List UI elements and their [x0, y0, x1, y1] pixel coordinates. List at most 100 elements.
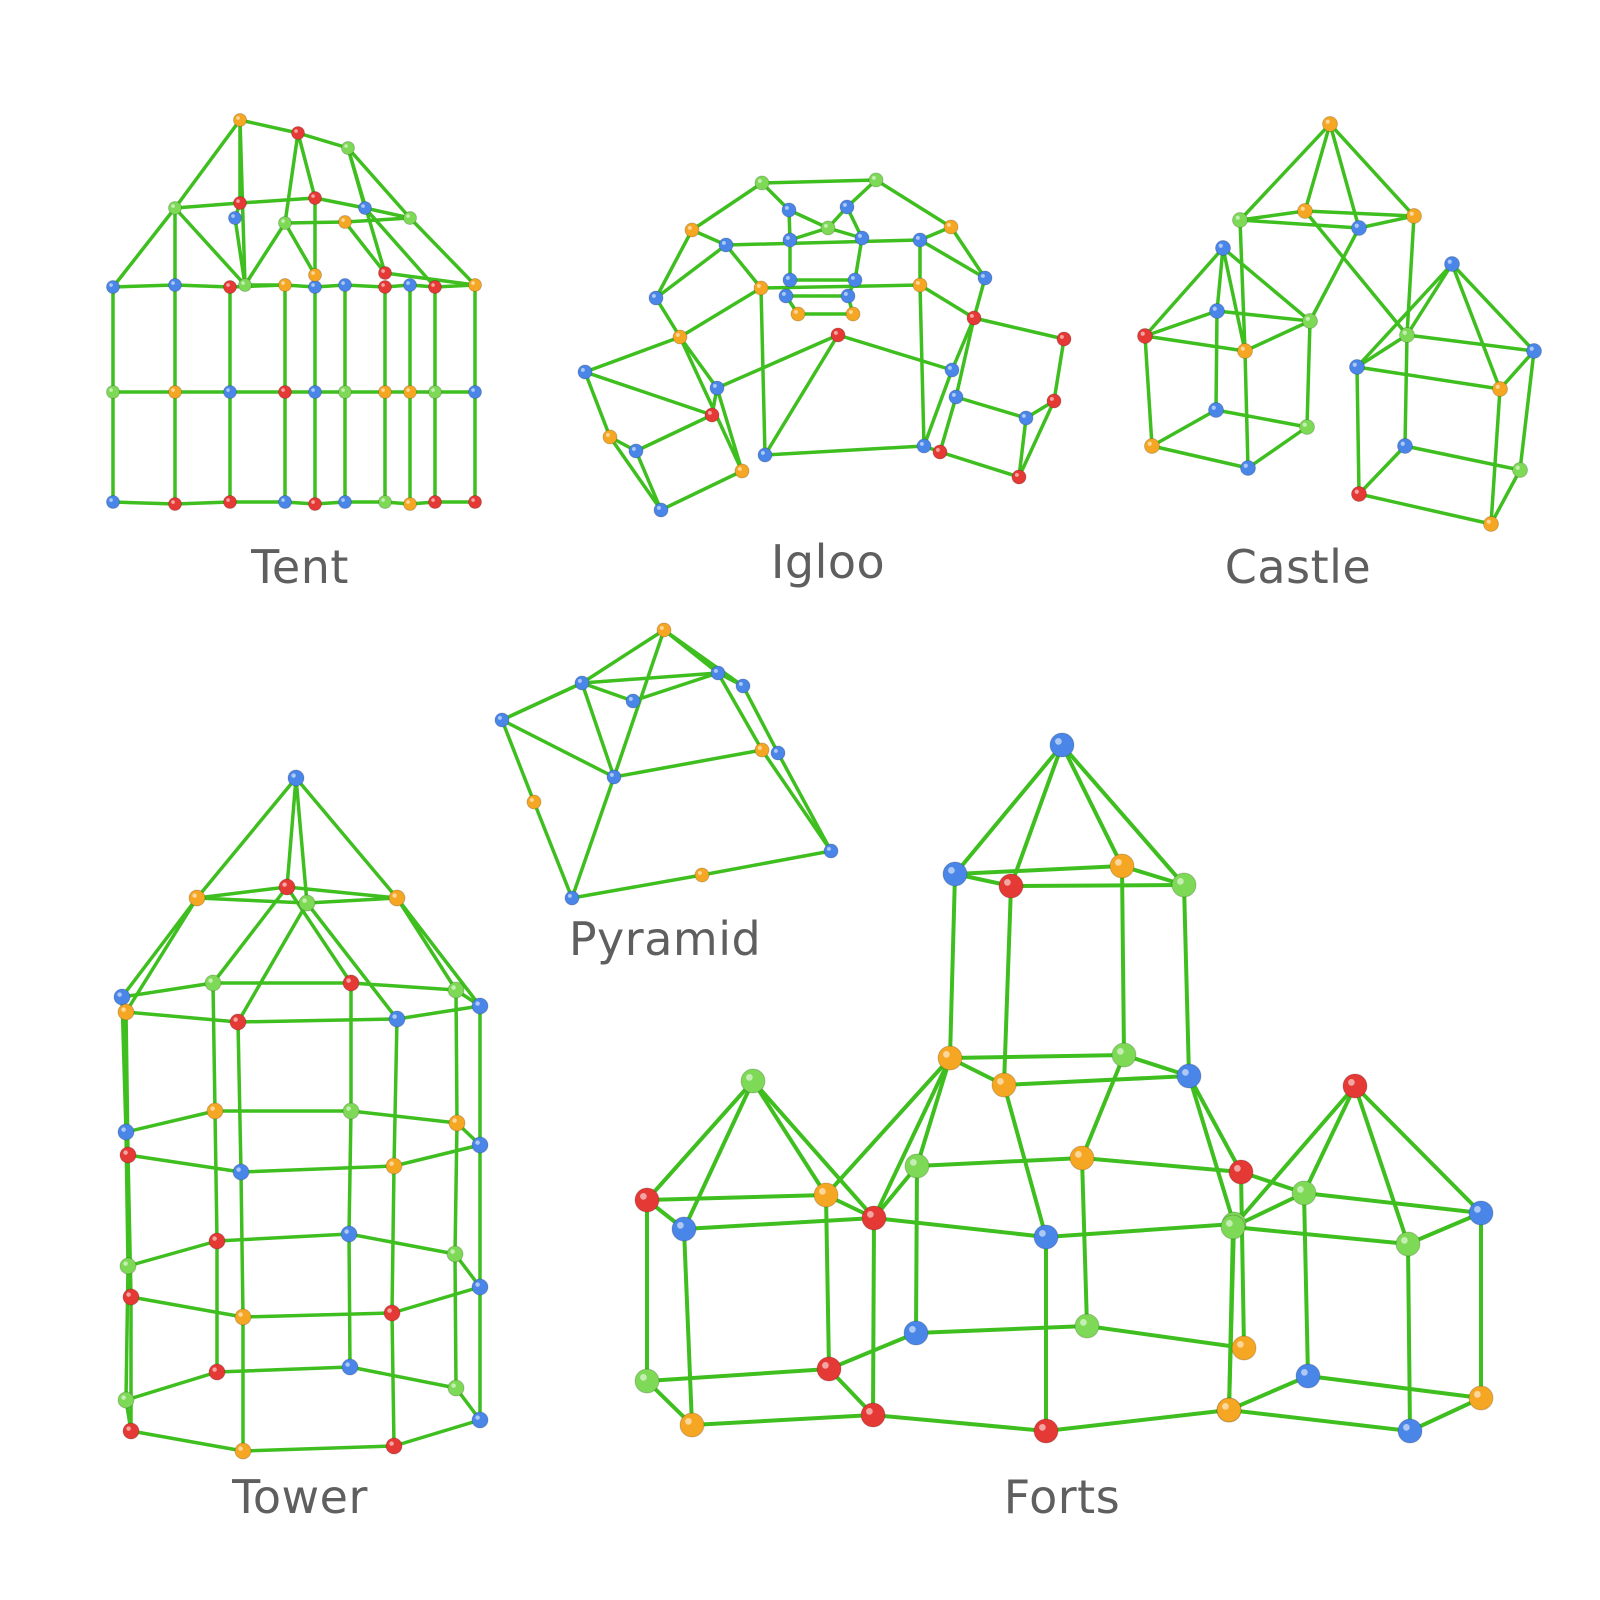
connector-highlight: [822, 1362, 829, 1369]
rod: [1498, 349, 1536, 391]
pyramid-model: [494, 622, 839, 906]
connector-blue: [338, 495, 352, 509]
connector-highlight: [640, 1374, 647, 1381]
rod: [1009, 883, 1186, 888]
connector-orange: [234, 1308, 252, 1326]
connector-blue: [757, 447, 773, 463]
rod: [690, 1413, 875, 1427]
connector-highlight: [1486, 519, 1491, 524]
rod: [1080, 1053, 1126, 1160]
connector-blue: [278, 495, 292, 509]
connector-blue: [653, 502, 669, 518]
rod: [120, 896, 199, 999]
rod: [195, 776, 298, 900]
rod: [283, 221, 317, 277]
rod: [111, 500, 177, 506]
connector-highlight: [1115, 859, 1122, 866]
connector-highlight: [1004, 879, 1011, 886]
connector-blue: [770, 745, 786, 761]
connector-green: [634, 1368, 660, 1394]
rod: [1120, 864, 1126, 1057]
rod: [215, 1365, 352, 1374]
rod: [173, 283, 232, 289]
connector-highlight: [857, 233, 862, 238]
igloo-label: Igloo: [770, 535, 886, 589]
connector-highlight: [471, 388, 475, 392]
connector-highlight: [1177, 878, 1184, 885]
rod: [654, 296, 682, 339]
rod: [1238, 218, 1247, 353]
rod: [1052, 337, 1066, 403]
connector-highlight: [605, 432, 610, 437]
rod: [1150, 408, 1218, 448]
rod: [583, 370, 714, 417]
connector-highlight: [282, 882, 287, 887]
connector-orange: [694, 867, 710, 883]
connector-highlight: [738, 681, 743, 686]
connector-blue: [1295, 1363, 1321, 1389]
connector-highlight: [713, 668, 718, 673]
rod: [645, 1193, 828, 1202]
rod: [124, 1010, 240, 1024]
connector-highlight: [406, 500, 410, 504]
rod: [296, 131, 317, 200]
connector-highlight: [1302, 422, 1307, 427]
rod: [1406, 1242, 1412, 1433]
connector-orange: [1322, 116, 1338, 132]
rod: [1403, 333, 1409, 448]
connector-highlight: [1240, 346, 1245, 351]
connector-highlight: [1301, 1369, 1308, 1376]
connector-orange: [991, 1072, 1017, 1098]
connector-blue: [944, 362, 960, 378]
rod: [662, 628, 745, 688]
rod: [1238, 218, 1361, 230]
rod: [453, 1252, 458, 1390]
rod: [914, 1164, 919, 1335]
rod: [1357, 492, 1493, 526]
connector-blue: [606, 769, 622, 785]
rod: [1518, 349, 1536, 472]
connector-highlight: [341, 281, 345, 285]
connector-blue: [113, 988, 131, 1006]
rod: [836, 333, 954, 372]
connector-blue: [948, 389, 964, 405]
rod: [1305, 319, 1312, 429]
connector-highlight: [1140, 331, 1145, 336]
connector-green: [754, 175, 770, 191]
rod: [1408, 1396, 1483, 1433]
connector-blue: [494, 712, 510, 728]
connector-orange: [308, 268, 322, 282]
connector-orange: [1231, 1335, 1257, 1361]
rod: [454, 988, 459, 1125]
connector-blue: [840, 288, 856, 304]
connector-blue: [854, 230, 870, 246]
connector-highlight: [1080, 1319, 1087, 1326]
rod: [1017, 399, 1056, 479]
connector-highlight: [381, 498, 385, 502]
connector-highlight: [785, 275, 790, 280]
connector-green: [278, 216, 292, 230]
connector-highlight: [1325, 119, 1330, 124]
connector-red: [291, 126, 305, 140]
rod: [954, 316, 976, 399]
connector-orange: [1483, 516, 1499, 532]
connector-highlight: [389, 1441, 394, 1446]
rod: [392, 1143, 482, 1168]
connector-green: [204, 974, 222, 992]
connector-highlight: [651, 293, 656, 298]
connector-red: [223, 495, 237, 509]
connector-highlight: [344, 1229, 349, 1234]
rod: [853, 236, 864, 282]
connector-red: [428, 280, 442, 294]
connector-highlight: [311, 283, 315, 287]
rod: [111, 206, 177, 289]
connector-highlight: [109, 388, 113, 392]
connector-blue: [358, 201, 372, 215]
connector-red: [122, 1422, 140, 1440]
connector-highlight: [171, 204, 175, 208]
connector-highlight: [675, 332, 680, 337]
connector-highlight: [361, 204, 365, 208]
connector-highlight: [1234, 1165, 1241, 1172]
castle-model: [1137, 116, 1542, 532]
connector-highlight: [389, 1161, 394, 1166]
